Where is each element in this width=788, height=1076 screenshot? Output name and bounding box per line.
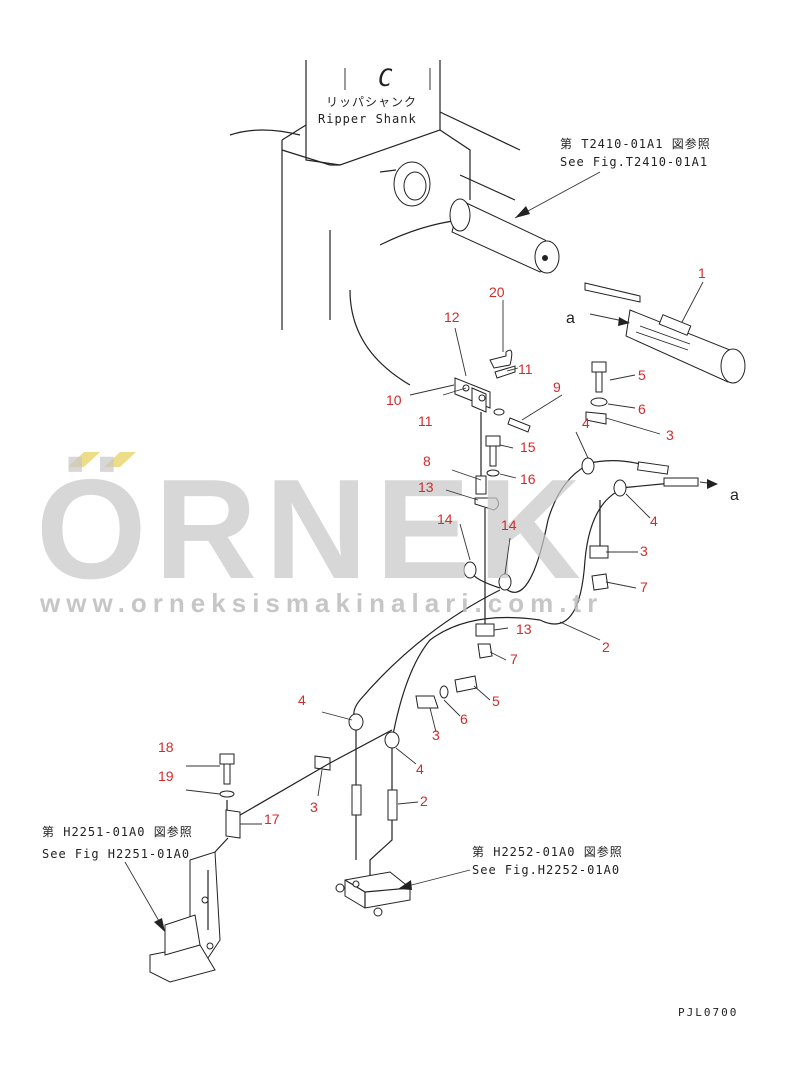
callout-16: 16 xyxy=(520,471,536,487)
callout-4b: 4 xyxy=(650,513,658,529)
clip-left xyxy=(234,729,393,819)
bracket-assembly xyxy=(454,349,531,476)
callout-5a: 5 xyxy=(638,367,646,383)
clip-upper xyxy=(474,475,500,511)
bolt-5-lower xyxy=(415,675,478,709)
callout-3a: 3 xyxy=(666,427,674,443)
watermark-brand: ÖRNEK xyxy=(36,450,589,609)
callout-17: 17 xyxy=(264,811,280,827)
valve-block xyxy=(335,871,411,917)
ref-t2410-jp: 第 T2410-01A1 図参照 xyxy=(560,136,711,151)
watermark: ÖRNEK www.orneksismakinalari.com.tr xyxy=(36,450,603,618)
callout-12: 12 xyxy=(444,309,460,325)
bushing xyxy=(379,161,431,207)
callout-3c: 3 xyxy=(432,727,440,743)
bolt-15 xyxy=(485,435,501,477)
ref-h2252-jp: 第 H2252-01A0 図参照 xyxy=(472,844,623,859)
callout-4a: 4 xyxy=(582,415,590,431)
shank-letter: C xyxy=(378,64,393,92)
ref-h2252-en: See Fig.H2252-01A0 xyxy=(472,863,620,877)
bracket-17 xyxy=(225,800,241,839)
callout-11a: 11 xyxy=(518,361,533,377)
watermark-url: www.orneksismakinalari.com.tr xyxy=(39,588,603,618)
callout-15: 15 xyxy=(520,439,536,455)
callout-4c: 4 xyxy=(298,692,306,708)
callout-13b: 13 xyxy=(516,621,532,637)
clip-lower xyxy=(475,508,495,659)
callouts: 1 20 12 11 9 10 11 15 8 16 13 14 14 13 7… xyxy=(158,265,706,827)
callout-19: 19 xyxy=(158,768,174,784)
leader-lines xyxy=(185,281,704,825)
drawing-code: PJL0700 xyxy=(678,1006,738,1019)
bolt-18 xyxy=(219,753,235,798)
callout-14b: 14 xyxy=(501,517,517,533)
clip-right xyxy=(589,545,609,591)
cable-ends xyxy=(351,784,398,821)
callout-2a: 2 xyxy=(602,639,610,655)
callout-6b: 6 xyxy=(460,711,468,727)
shank-label-jp: リッパシャンク xyxy=(326,95,417,109)
pin xyxy=(449,198,560,274)
marker-a-left: a xyxy=(566,310,575,327)
callout-20: 20 xyxy=(489,284,505,300)
callout-18: 18 xyxy=(158,739,174,755)
callout-9: 9 xyxy=(553,379,561,395)
pedal-assembly xyxy=(149,837,229,983)
callout-6a: 6 xyxy=(638,401,646,417)
callout-10: 10 xyxy=(386,392,402,408)
ref-h2251-en: See Fig H2251-01A0 xyxy=(42,847,190,861)
marker-a-right: a xyxy=(730,487,739,504)
callout-2b: 2 xyxy=(420,793,428,809)
cable-rods xyxy=(637,461,718,489)
bolt-5-upper xyxy=(585,361,608,425)
callout-7b: 7 xyxy=(510,651,518,667)
callout-3b: 3 xyxy=(640,543,648,559)
callout-8: 8 xyxy=(423,453,431,469)
callout-3d: 3 xyxy=(310,799,318,815)
cable-unit xyxy=(584,282,746,384)
shank-label-en: Ripper Shank xyxy=(318,112,417,126)
callout-14a: 14 xyxy=(437,511,453,527)
callout-11b: 11 xyxy=(418,413,433,429)
callout-4d: 4 xyxy=(416,761,424,777)
callout-13a: 13 xyxy=(418,479,434,495)
ref-h2251-jp: 第 H2251-01A0 図参照 xyxy=(42,824,193,839)
grommets xyxy=(348,457,627,749)
callout-5b: 5 xyxy=(492,693,500,709)
callout-1: 1 xyxy=(698,265,706,281)
ref-t2410-en: See Fig.T2410-01A1 xyxy=(560,155,708,169)
callout-7a: 7 xyxy=(640,579,648,595)
